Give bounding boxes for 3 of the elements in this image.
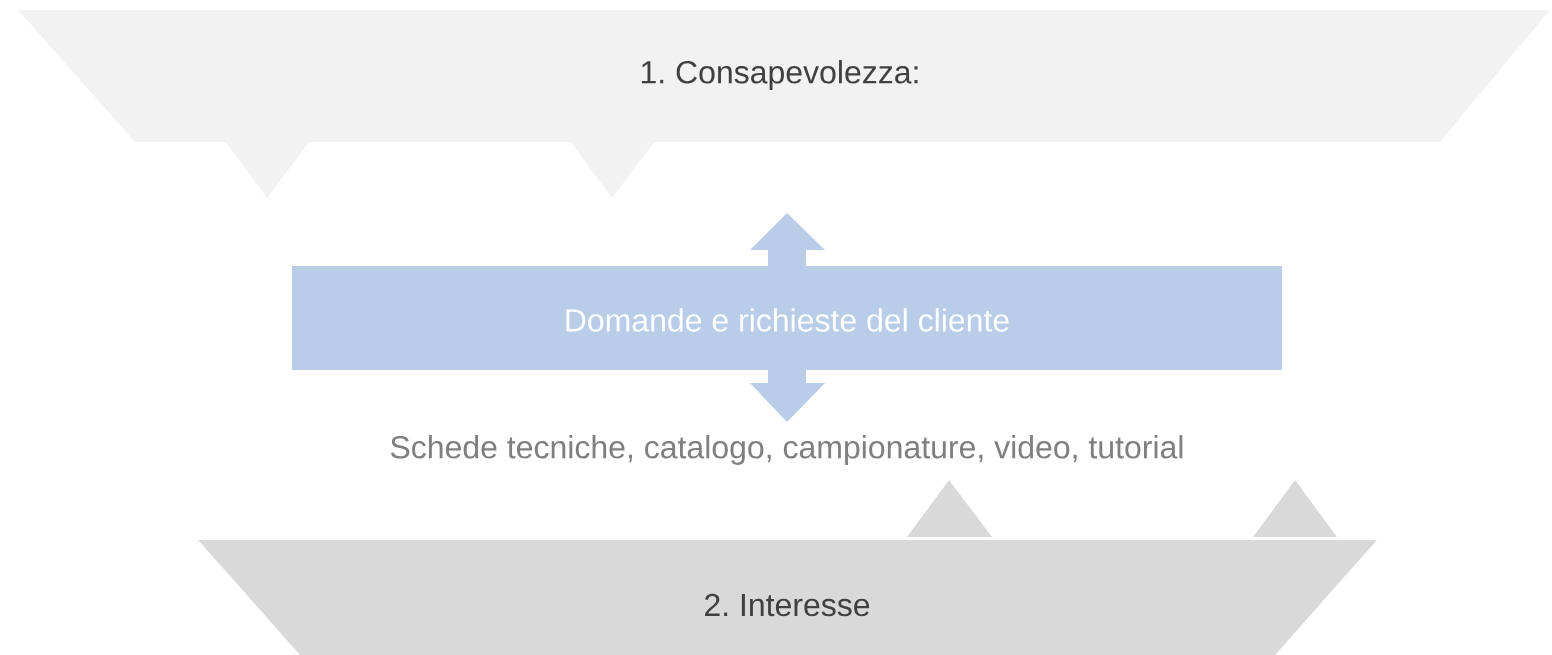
caption-text: Schede tecniche, catalogo, campionature, video, tutorial	[390, 435, 1183, 465]
funnel-band: 1. Consapevolezza:	[18, 10, 1550, 198]
process-box: Domande e richieste del cliente	[292, 266, 1282, 370]
